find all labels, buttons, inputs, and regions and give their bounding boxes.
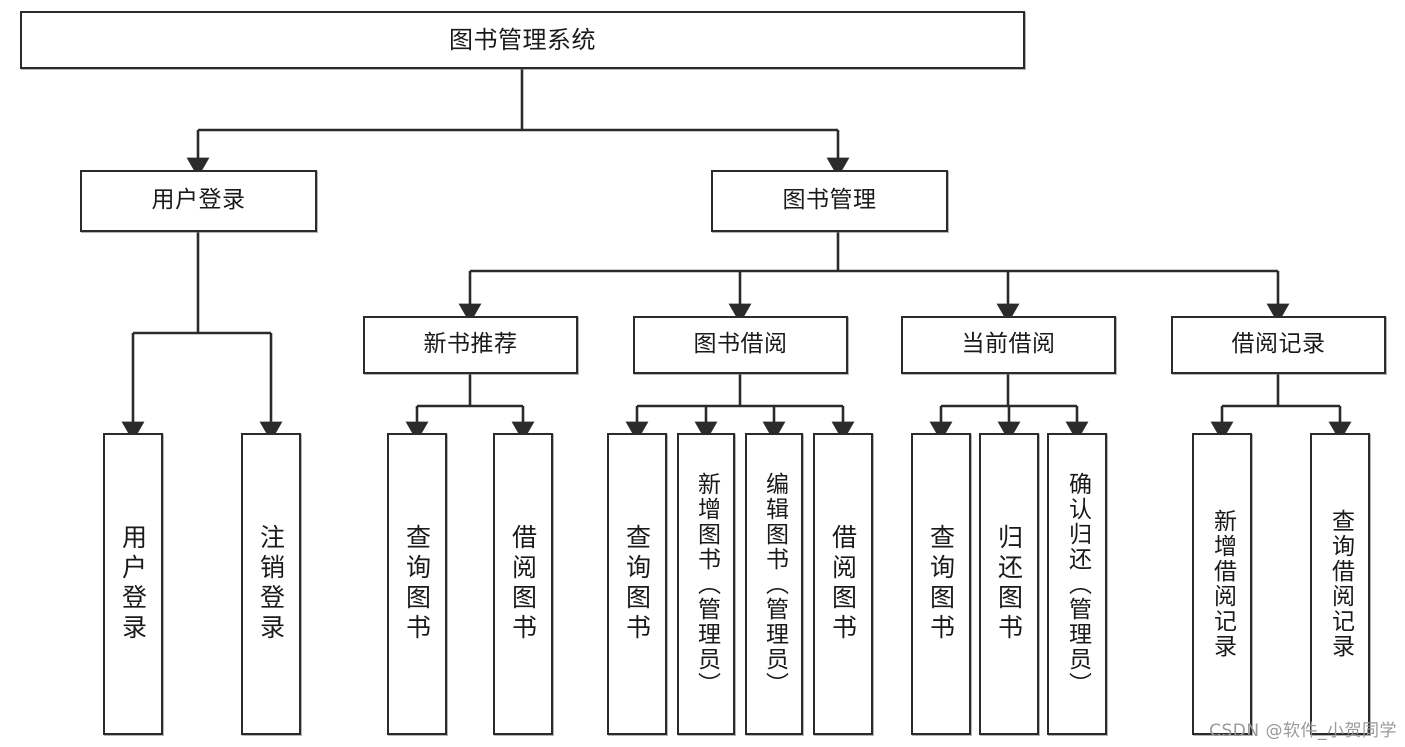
node-leaf-borrow-book-new[interactable]: 借阅图书 — [493, 433, 553, 735]
node-label: 用户登录 — [151, 187, 246, 214]
node-label: 查询图书 — [622, 524, 652, 644]
node-leaf-return-book[interactable]: 归还图书 — [979, 433, 1039, 735]
node-root-book-management-system[interactable]: 图书管理系统 — [20, 11, 1025, 69]
node-label: 新增图书（管理员） — [693, 471, 720, 697]
node-label: 图书管理系统 — [449, 25, 596, 54]
node-label: 当前借阅 — [961, 331, 1056, 358]
node-label: 查询图书 — [402, 524, 432, 644]
node-current-borrow[interactable]: 当前借阅 — [901, 316, 1116, 374]
node-label: 新书推荐 — [423, 331, 518, 358]
node-label: 确认归还（管理员） — [1064, 471, 1091, 697]
node-label: 借阅图书 — [828, 524, 858, 644]
node-leaf-add-book-admin[interactable]: 新增图书（管理员） — [677, 433, 735, 735]
node-label: 图书借阅 — [693, 331, 788, 358]
node-book-borrow[interactable]: 图书借阅 — [633, 316, 848, 374]
node-label: 注销登录 — [256, 524, 286, 644]
node-label: 图书管理 — [782, 187, 877, 214]
node-leaf-user-login[interactable]: 用户登录 — [103, 433, 163, 735]
node-label: 借阅记录 — [1231, 331, 1326, 358]
node-label: 归还图书 — [994, 524, 1024, 644]
node-borrow-record[interactable]: 借阅记录 — [1171, 316, 1386, 374]
node-new-book-recommend[interactable]: 新书推荐 — [363, 316, 578, 374]
node-leaf-confirm-return-admin[interactable]: 确认归还（管理员） — [1047, 433, 1107, 735]
node-label: 借阅图书 — [508, 524, 538, 644]
node-leaf-borrow-book-borrow[interactable]: 借阅图书 — [813, 433, 873, 735]
node-label: 用户登录 — [118, 524, 148, 644]
node-user-login[interactable]: 用户登录 — [80, 170, 317, 232]
node-leaf-edit-book-admin[interactable]: 编辑图书（管理员） — [745, 433, 803, 735]
node-label: 编辑图书（管理员） — [761, 471, 788, 697]
node-leaf-query-book-new[interactable]: 查询图书 — [387, 433, 447, 735]
node-label: 查询图书 — [926, 524, 956, 644]
node-leaf-query-book-borrow[interactable]: 查询图书 — [607, 433, 667, 735]
node-leaf-query-borrow-record[interactable]: 查询借阅记录 — [1310, 433, 1370, 735]
node-leaf-add-borrow-record[interactable]: 新增借阅记录 — [1192, 433, 1252, 735]
node-book-manage[interactable]: 图书管理 — [711, 170, 948, 232]
csdn-watermark: CSDN @软件_小贺同学 — [1209, 721, 1397, 741]
node-label: 新增借阅记录 — [1209, 509, 1236, 659]
node-leaf-query-book-current[interactable]: 查询图书 — [911, 433, 971, 735]
node-leaf-user-logout[interactable]: 注销登录 — [241, 433, 301, 735]
node-label: 查询借阅记录 — [1327, 509, 1354, 659]
